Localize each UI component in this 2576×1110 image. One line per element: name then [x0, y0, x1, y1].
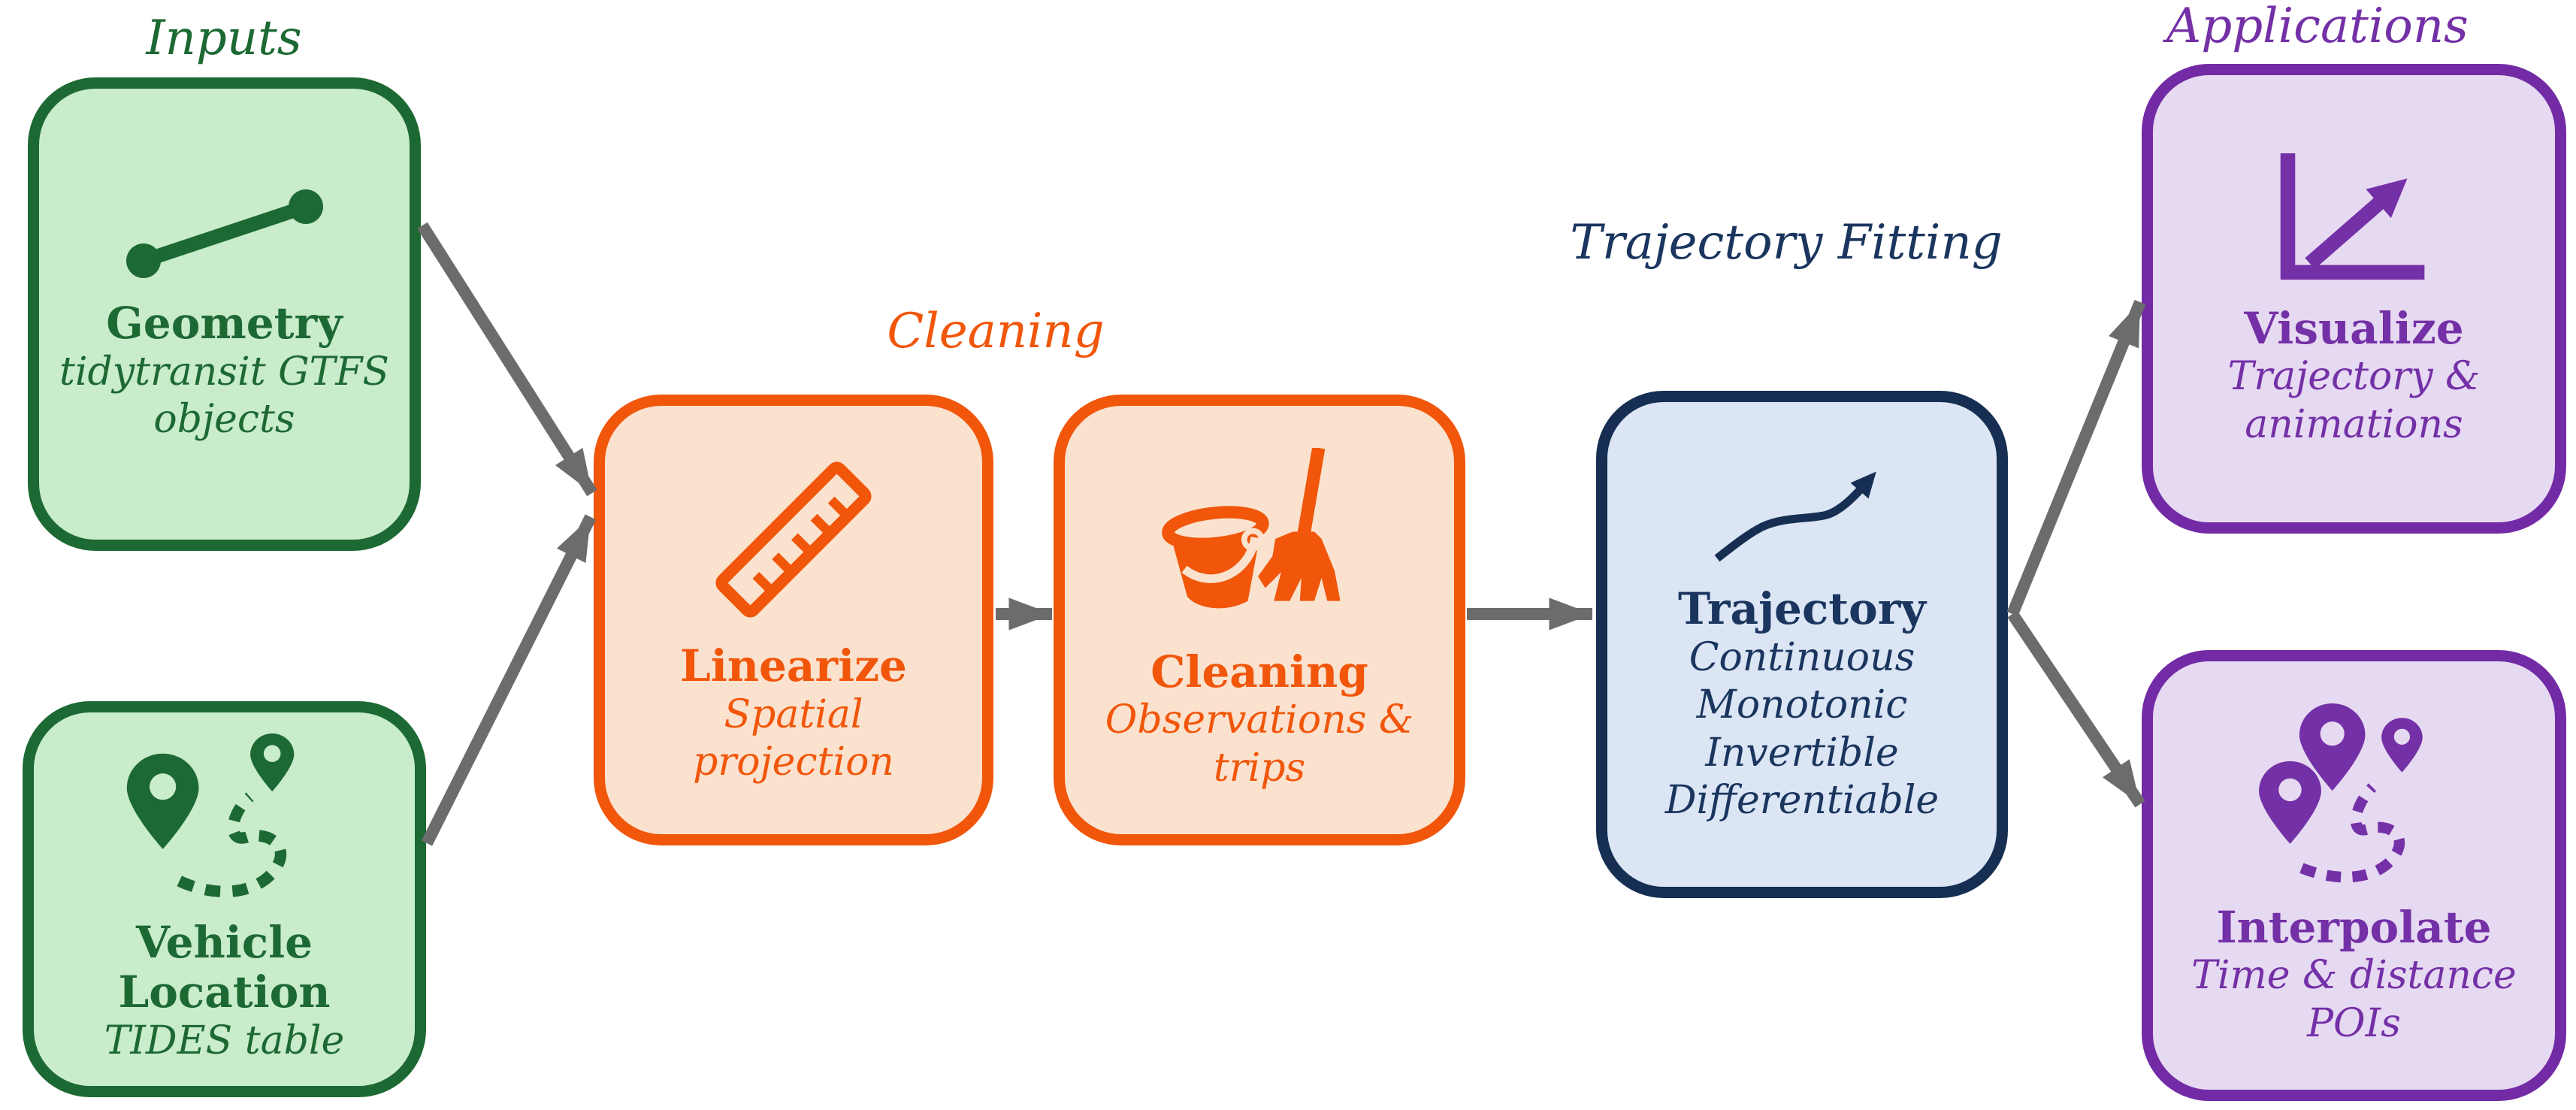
- vehicle-location-title: Vehicle Location: [118, 916, 331, 1018]
- linearize-title: Linearize: [680, 640, 907, 692]
- interpolate-subtitle: Time & distance POIs: [2191, 953, 2517, 1046]
- inputs-section-label: Inputs: [146, 11, 302, 66]
- vehicle-location-node: Vehicle Location TIDES table: [23, 701, 426, 1097]
- cleaning-section-label: Cleaning: [887, 304, 1105, 359]
- visualize-node: Visualize Trajectory & animations: [2142, 64, 2566, 534]
- bucket-broom-icon: [1162, 447, 1341, 609]
- trajectory-title: Trajectory: [1677, 583, 1927, 635]
- arrow-trajectory-to-visualize: [2006, 299, 2146, 617]
- trajectory-property-invertible: Invertible: [1705, 730, 1899, 776]
- arrow-trajectory-to-interpolate: [2007, 610, 2145, 808]
- cleaning-title: Cleaning: [1150, 646, 1368, 697]
- route-pins-icon: [2258, 703, 2423, 883]
- vehicle-location-subtitle: TIDES table: [104, 1018, 345, 1063]
- trajectory-property-monotonic: Monotonic: [1696, 682, 1908, 728]
- trajectory-node: Trajectory Continuous Monotonic Invertib…: [1596, 391, 2008, 898]
- applications-section-label: Applications: [2166, 0, 2469, 54]
- arrow-geometry-to-linearize: [417, 222, 597, 497]
- geometry-subtitle: tidytransit GTFS objects: [59, 349, 390, 443]
- route-pins-icon: [126, 733, 294, 897]
- cleaning-node: Cleaning Observations & trips: [1054, 395, 1465, 845]
- trajectory-property-continuous: Continuous: [1689, 634, 1915, 680]
- interpolate-node: Interpolate Time & distance POIs: [2142, 650, 2566, 1101]
- trajectory-property-differentiable: Differentiable: [1664, 778, 1940, 824]
- arrow-vehicle-location-to-linearize: [421, 514, 597, 846]
- visualize-subtitle: Trajectory & animations: [2227, 354, 2481, 447]
- rising-trajectory-arrow-icon: [1714, 471, 1876, 562]
- interpolate-title: Interpolate: [2216, 901, 2492, 953]
- trajectory-fitting-section-label: Trajectory Fitting: [1570, 215, 2003, 271]
- chart-growth-arrow-icon: [2280, 153, 2424, 280]
- linearize-subtitle: Spatial projection: [693, 691, 894, 785]
- geometry-title: Geometry: [106, 298, 343, 349]
- geometry-node: Geometry tidytransit GTFS objects: [28, 77, 421, 551]
- trajectory-subtitle: Continuous Monotonic Invertible Differen…: [1665, 634, 1939, 825]
- ruler-icon: [715, 461, 872, 618]
- line-segment-icon: [125, 189, 323, 279]
- cleaning-subtitle: Observations & trips: [1105, 697, 1414, 791]
- visualize-title: Visualize: [2244, 302, 2464, 354]
- linearize-node: Linearize Spatial projection: [594, 395, 993, 845]
